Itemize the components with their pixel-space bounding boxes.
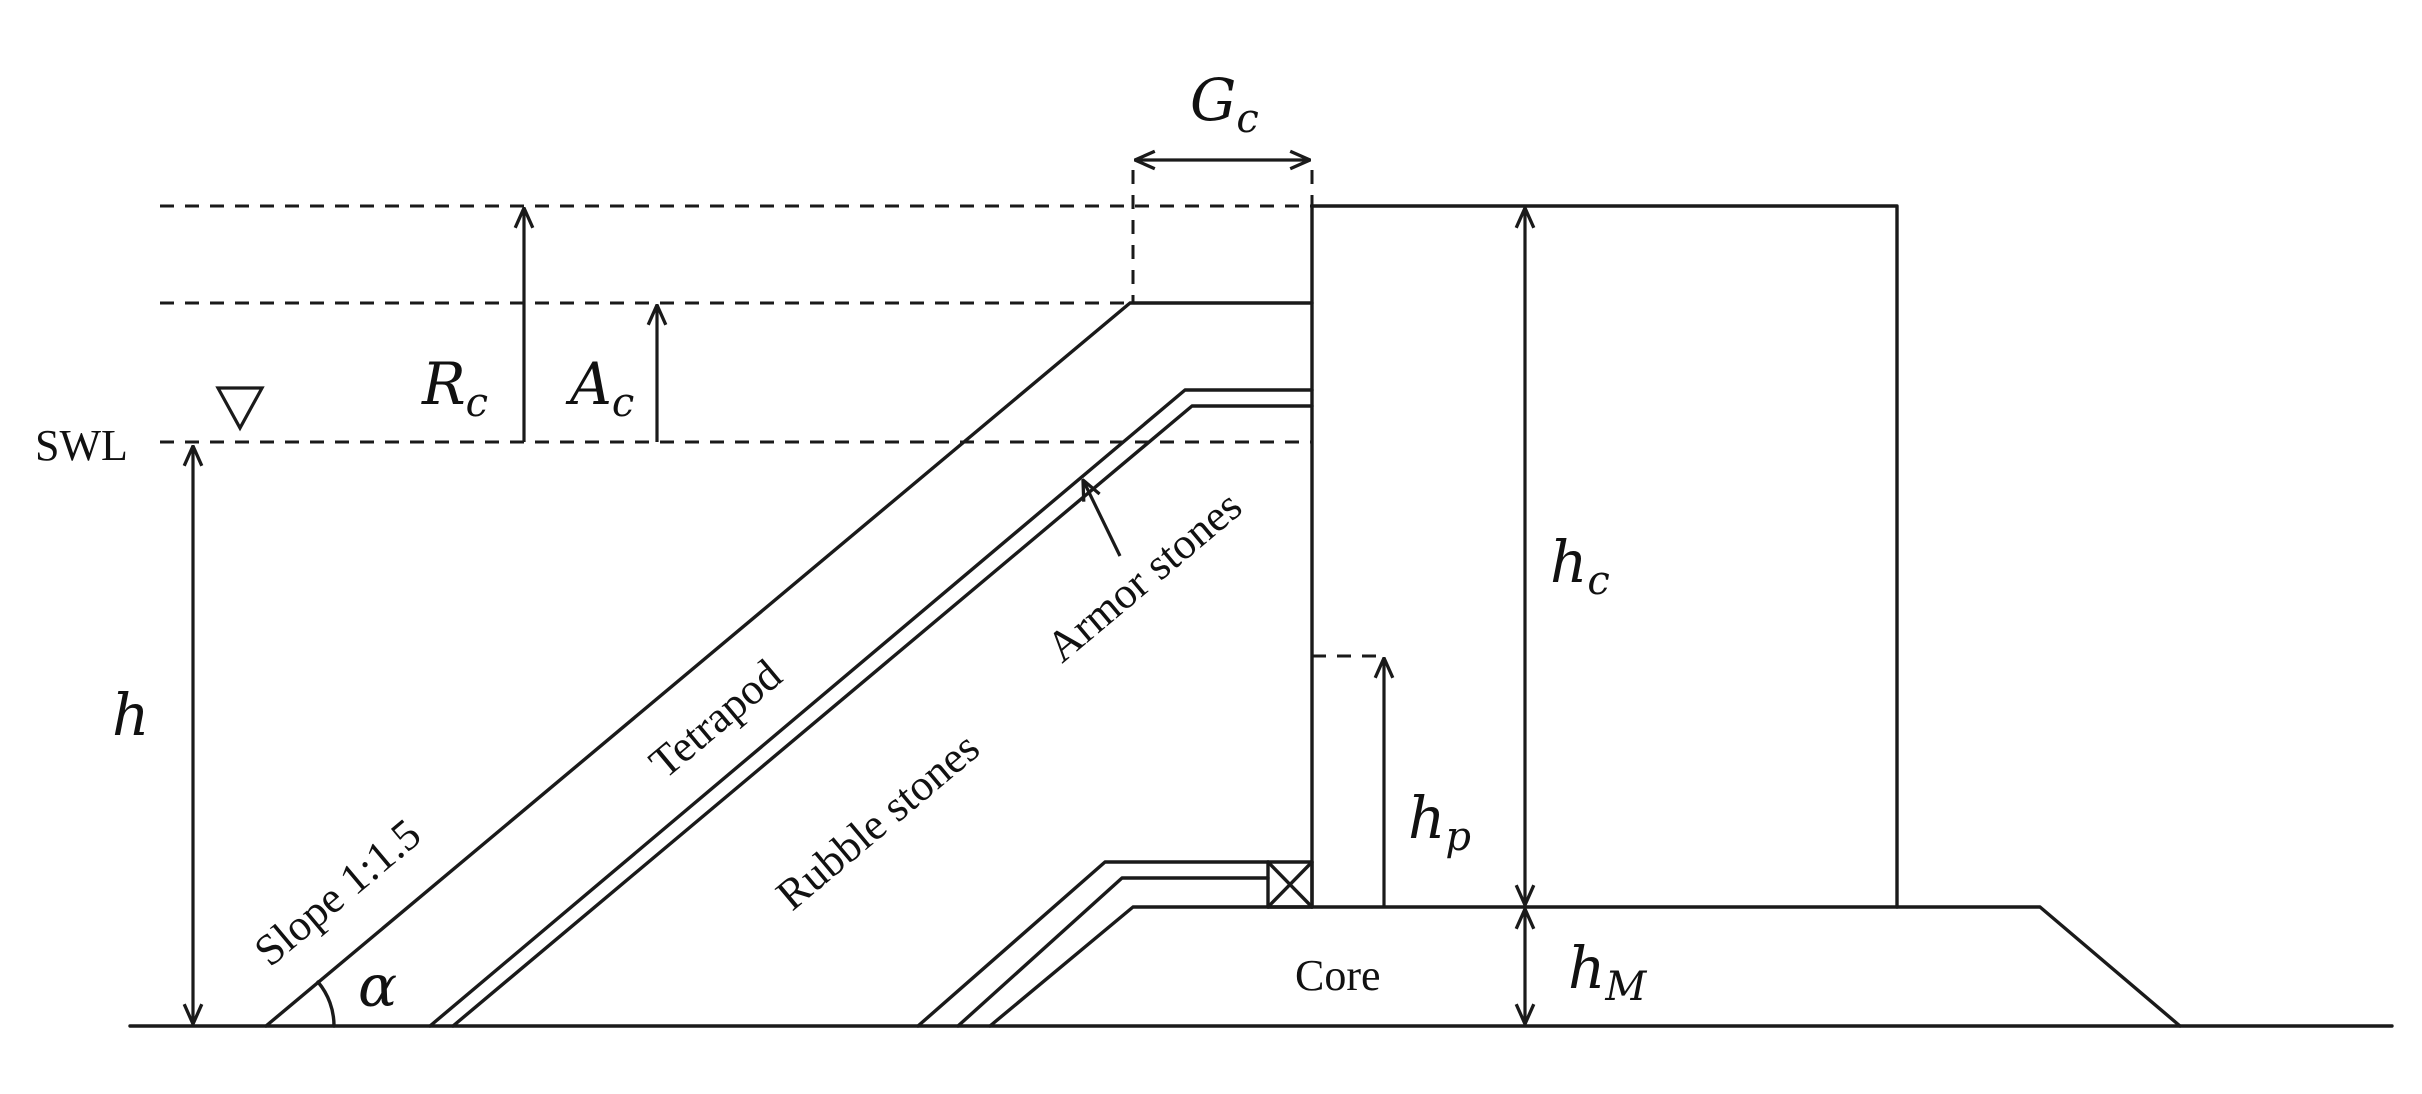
h-label: h <box>112 681 149 749</box>
rubble-stones-label: Rubble stones <box>767 723 989 920</box>
core-label: Core <box>1295 951 1381 1000</box>
toe-layer-outer <box>916 860 1270 1028</box>
tetrapod-outer-slope <box>264 301 1314 1028</box>
core-mound <box>988 905 2182 1028</box>
rc-label: Rc <box>421 350 488 426</box>
hc-label: hc <box>1550 528 1610 604</box>
gc-label: Gc <box>1190 66 1259 142</box>
alpha-label: α <box>358 952 397 1020</box>
swl-label: SWL <box>35 421 128 470</box>
slope-label: Slope 1:1.5 <box>245 809 430 975</box>
armor-stones-pointer-arrow <box>1083 480 1122 557</box>
toe-layer-middle <box>956 876 1270 1028</box>
hm-label: hM <box>1568 934 1647 1010</box>
armor-layer-lower-line <box>451 404 1314 1028</box>
slope-angle-arc <box>316 980 336 1028</box>
inverted-triangle-icon <box>215 386 265 432</box>
crossed-box-icon <box>1266 860 1314 909</box>
ac-label: Ac <box>565 350 634 426</box>
hp-label: hp <box>1408 784 1471 860</box>
tetrapod-label: Tetrapod <box>640 650 791 788</box>
caisson-wall <box>1310 204 1899 909</box>
armor-layer-upper-line <box>428 388 1314 1028</box>
